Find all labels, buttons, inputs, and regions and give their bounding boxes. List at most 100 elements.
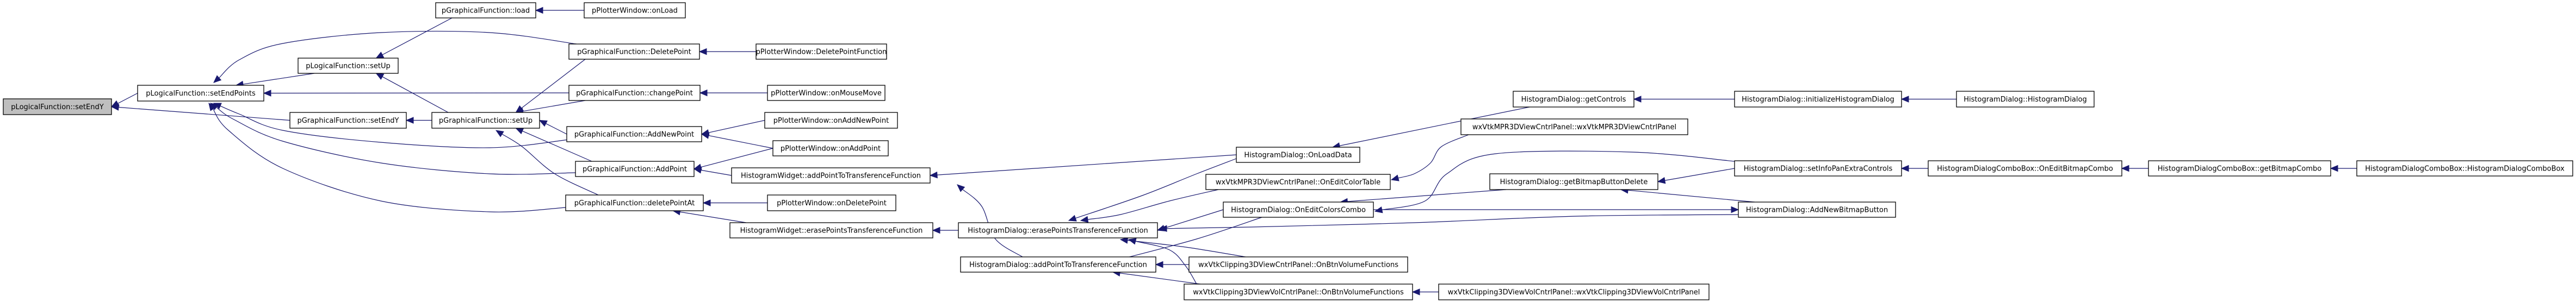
node-box[interactable] <box>756 43 887 60</box>
function-node[interactable]: HistogramDialog::OnLoadData <box>1236 147 1360 163</box>
node-box[interactable] <box>137 85 264 102</box>
function-node[interactable]: pGraphicalFunction::load <box>435 2 536 18</box>
function-node[interactable]: wxVtkClipping3DViewVolCntrlPanel::wxVtkC… <box>1438 284 1710 300</box>
edge <box>535 7 584 14</box>
node-box[interactable] <box>1928 160 2122 177</box>
edge-line <box>1075 158 1237 219</box>
function-node[interactable]: HistogramWidget::erasePointsTransference… <box>729 222 933 238</box>
function-node[interactable]: wxVtkMPR3DViewCntrlPanel::OnEditColorTab… <box>1205 174 1391 190</box>
function-node[interactable]: HistogramDialog::AddNewBitmapButton <box>1738 202 1896 218</box>
node-box[interactable] <box>1236 147 1360 163</box>
node-box[interactable] <box>1460 118 1688 135</box>
node-box[interactable] <box>767 194 896 211</box>
node-box[interactable] <box>958 222 1158 238</box>
edge <box>699 89 767 97</box>
function-node[interactable]: HistogramDialogComboBox::HistogramDialog… <box>2356 160 2573 177</box>
function-node[interactable]: pPlotterWindow::onDeletePoint <box>767 194 896 211</box>
arrowhead-icon <box>699 89 708 97</box>
node-box[interactable] <box>566 126 702 142</box>
node-box[interactable] <box>1956 91 2095 108</box>
arrowhead-icon <box>1128 238 1137 245</box>
node-box[interactable] <box>568 43 700 60</box>
edge <box>702 199 767 206</box>
function-node[interactable]: wxVtkMPR3DViewCntrlPanel::wxVtkMPR3DView… <box>1460 118 1688 135</box>
function-node[interactable]: HistogramDialog::erasePointsTransference… <box>958 222 1158 238</box>
node-label: HistogramDialog::OnEditColorsCombo <box>1231 206 1366 215</box>
function-node[interactable]: pGraphicalFunction::deletePointAt <box>565 194 704 211</box>
node-box[interactable] <box>960 256 1156 273</box>
function-node[interactable]: HistogramDialogComboBox::OnEditBitmapCom… <box>1928 160 2122 177</box>
node-label: wxVtkMPR3DViewCntrlPanel::wxVtkMPR3DView… <box>1472 123 1676 131</box>
function-node[interactable]: pGraphicalFunction::DeletePoint <box>568 43 700 60</box>
function-node[interactable]: HistogramDialog::getBitmapButtonDelete <box>1489 173 1658 190</box>
edge <box>405 117 432 124</box>
node-box[interactable] <box>1205 174 1391 190</box>
arrowhead-icon <box>1900 96 1909 103</box>
function-node[interactable]: HistogramDialog::HistogramDialog <box>1956 91 2095 108</box>
node-box[interactable] <box>2356 160 2573 177</box>
function-node[interactable]: HistogramDialog::OnEditColorsCombo <box>1223 202 1374 218</box>
function-node[interactable]: wxVtkClipping3DViewVolCntrlPanel::OnBtnV… <box>1184 284 1413 300</box>
node-box[interactable] <box>1734 160 1902 177</box>
edge <box>1159 214 1739 232</box>
node-label: pPlotterWindow::onAddNewPoint <box>773 117 889 125</box>
edge <box>693 167 732 176</box>
node-box[interactable] <box>2148 160 2331 177</box>
node-box[interactable] <box>568 85 701 101</box>
function-node[interactable]: pGraphicalFunction::changePoint <box>568 85 701 101</box>
node-box[interactable] <box>1438 284 1710 300</box>
node-label: HistogramDialog::setInfoPanExtraControls <box>1744 165 1893 173</box>
function-node[interactable]: pLogicalFunction::setEndPoints <box>137 85 264 102</box>
function-node[interactable]: wxVtkClipping3DViewCntrlPanel::OnBtnVolu… <box>1188 256 1408 273</box>
node-box[interactable] <box>1734 91 1902 108</box>
function-node[interactable]: pPlotterWindow::onLoad <box>584 2 686 18</box>
node-box[interactable] <box>431 112 540 129</box>
arrowhead-icon <box>929 171 938 179</box>
node-box[interactable] <box>1184 284 1413 300</box>
edge-line <box>382 17 453 55</box>
function-node[interactable]: pGraphicalFunction::setEndY <box>289 112 407 129</box>
node-box[interactable] <box>1513 91 1634 108</box>
node-box[interactable] <box>565 194 704 211</box>
function-node[interactable]: pPlotterWindow::onMouseMove <box>767 85 886 101</box>
arrowhead-icon <box>1390 174 1400 181</box>
function-node[interactable]: pGraphicalFunction::AddPoint <box>575 161 695 177</box>
function-node[interactable]: pPlotterWindow::onAddPoint <box>772 140 889 156</box>
function-node[interactable]: pGraphicalFunction::AddNewPoint <box>566 126 702 142</box>
function-node[interactable]: HistogramDialog::setInfoPanExtraControls <box>1734 160 1902 177</box>
edge <box>932 226 958 234</box>
node-box[interactable] <box>1738 202 1896 218</box>
node-label: pGraphicalFunction::deletePointAt <box>574 199 695 207</box>
node-label: HistogramWidget::erasePointsTransference… <box>740 227 923 235</box>
function-node[interactable]: HistogramDialog::addPointToTransferenceF… <box>960 256 1156 273</box>
function-node[interactable]: pLogicalFunction::setUp <box>298 58 399 74</box>
node-box[interactable] <box>298 58 399 74</box>
function-node[interactable]: HistogramDialogComboBox::getBitmapCombo <box>2148 160 2331 177</box>
node-box[interactable] <box>575 161 695 177</box>
node-label: wxVtkMPR3DViewCntrlPanel::OnEditColorTab… <box>1216 179 1380 187</box>
edge-line <box>523 100 586 112</box>
function-node[interactable]: HistogramDialog::initializeHistogramDial… <box>1734 91 1902 108</box>
node-box[interactable] <box>764 112 898 129</box>
node-box[interactable] <box>289 112 407 129</box>
node-label: pGraphicalFunction::AddNewPoint <box>574 131 694 139</box>
arrowhead-icon <box>375 52 385 59</box>
node-box[interactable] <box>772 140 889 156</box>
function-node[interactable]: HistogramDialog::getControls <box>1513 91 1634 108</box>
node-box[interactable] <box>1223 202 1374 218</box>
node-box[interactable] <box>767 85 886 101</box>
node-label: HistogramDialog::getControls <box>1521 96 1626 104</box>
function-node[interactable]: pPlotterWindow::onAddNewPoint <box>764 112 898 129</box>
node-box[interactable] <box>731 167 931 184</box>
node-box[interactable] <box>729 222 933 238</box>
node-label: pGraphicalFunction::changePoint <box>576 90 693 98</box>
node-box[interactable] <box>1489 173 1658 190</box>
function-node[interactable]: pPlotterWindow::DeletePointFunction <box>756 43 887 60</box>
node-box[interactable] <box>435 2 536 18</box>
node-box[interactable] <box>584 2 686 18</box>
function-node[interactable]: HistogramWidget::addPointToTransferenceF… <box>731 167 931 184</box>
root-node: pLogicalFunction::setEndY <box>3 98 112 115</box>
node-box[interactable] <box>1188 256 1408 273</box>
function-node[interactable]: pGraphicalFunction::setUp <box>431 112 540 129</box>
